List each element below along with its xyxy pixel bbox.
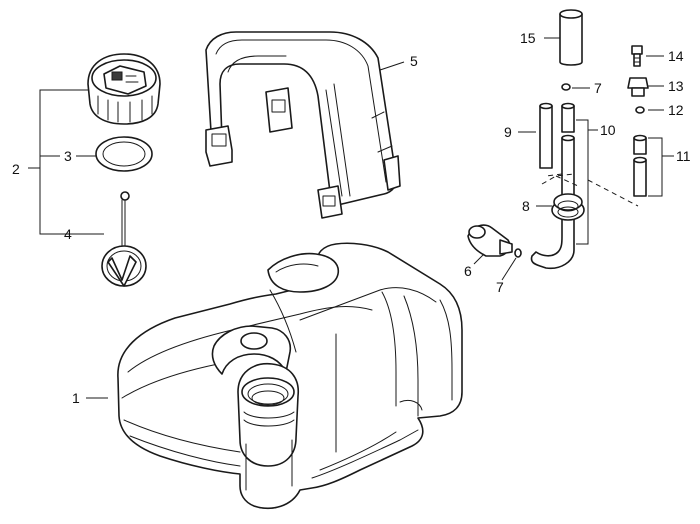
callout-labels: 1 2 3 4 5 6 7 7 8 9 10 11 12 13 14 15: [12, 30, 691, 406]
callout-11: 11: [676, 148, 691, 164]
callout-13: 13: [668, 78, 684, 94]
tank-bracket: [205, 31, 401, 219]
callout-4: 4: [64, 226, 72, 242]
strainer-tether: [101, 191, 147, 287]
leader-lines: [28, 37, 674, 399]
callout-8: 8: [522, 198, 530, 214]
screw: [631, 45, 643, 67]
callout-10: 10: [600, 122, 616, 138]
callout-7-lower: 7: [496, 279, 504, 295]
assembly-lines: [541, 173, 639, 207]
o-ring-lower: [514, 248, 522, 258]
callout-5: 5: [410, 53, 418, 69]
short-tube: [539, 102, 553, 169]
fuel-tank: [117, 242, 463, 510]
callout-3: 3: [64, 148, 72, 164]
grommet: [551, 193, 585, 221]
callout-2: 2: [12, 161, 20, 177]
callout-1: 1: [72, 390, 80, 406]
callout-12: 12: [668, 102, 684, 118]
tube-sleeve: [559, 9, 583, 66]
callout-7-upper: 7: [594, 80, 602, 96]
o-ring-upper: [561, 83, 571, 91]
small-o-ring: [635, 106, 645, 114]
fuel-filter: [467, 224, 513, 257]
spring-tube: [633, 134, 647, 197]
gasket-ring: [95, 136, 153, 172]
callout-9: 9: [504, 124, 512, 140]
fuel-pickup-line: [530, 102, 575, 270]
nut: [627, 77, 649, 97]
callout-15: 15: [520, 30, 536, 46]
fuel-cap: [87, 53, 161, 125]
callout-14: 14: [668, 48, 684, 64]
callout-6: 6: [464, 263, 472, 279]
